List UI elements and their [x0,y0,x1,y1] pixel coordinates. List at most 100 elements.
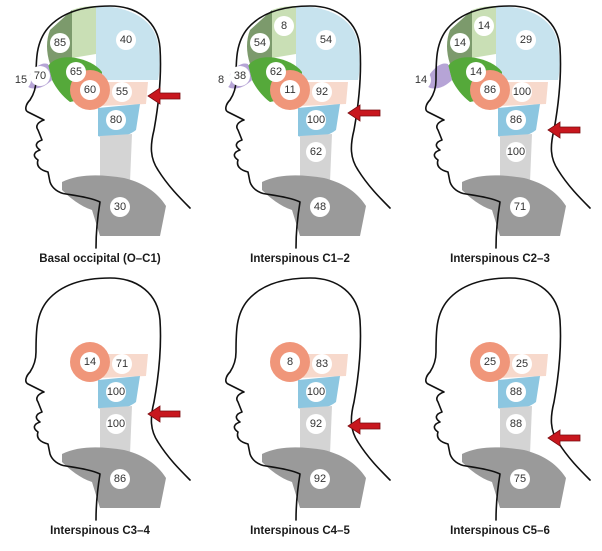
value-shoulder: 86 [114,473,126,485]
value-mastoid-circle: 25 [484,356,496,368]
head-outline [425,5,591,249]
value-badge [306,382,326,402]
value-badge [250,33,270,53]
value-upper-neck: 83 [316,358,328,370]
value-badge [506,382,526,402]
injection-arrow-icon [147,405,181,423]
value-badge [211,70,231,90]
value-mastoid-circle: 14 [84,356,96,368]
value-mastoid-circle: 86 [484,84,496,96]
value-badge [312,354,332,374]
value-shoulder: 75 [514,473,526,485]
value-shoulder: 48 [314,201,326,213]
panel-label: Interspinous C5–6 [450,525,550,537]
value-c2: 86 [510,114,522,126]
value-badge [466,62,486,82]
value-c2: 100 [307,114,325,126]
value-badge [110,197,130,217]
value-mid-neck: 92 [310,418,322,430]
value-badge [106,414,126,434]
value-c2: 100 [307,386,325,398]
value-badge [310,197,330,217]
injection-arrow-icon [547,121,581,139]
value-badge [450,33,470,53]
value-badge [480,80,500,100]
value-badge [506,414,526,434]
value-badge [506,110,526,130]
region-vertex [72,6,96,58]
value-badge [316,30,336,50]
value-badge [306,110,326,130]
value-parietal-right: 54 [320,34,332,46]
value-upper-neck: 55 [116,86,128,98]
value-temporal: 62 [270,66,282,78]
region-mid-neck [100,134,132,184]
head-diagram: 25 25 88 88 75 [425,277,591,521]
value-badge [50,33,70,53]
value-badge [116,30,136,50]
value-badge [506,142,526,162]
panel-label: Interspinous C3–4 [50,525,150,537]
value-c2: 100 [107,386,125,398]
head-outline [225,5,391,249]
value-temporal: 65 [70,66,82,78]
panel-label: Interspinous C4–5 [250,525,350,537]
head-outline [225,277,391,521]
value-mastoid-circle: 8 [287,356,293,368]
value-shoulder: 71 [514,201,526,213]
value-upper-neck: 71 [116,358,128,370]
value-c2: 88 [510,386,522,398]
value-mastoid-circle: 11 [284,84,295,96]
injection-arrow-icon [147,87,181,105]
value-badge [512,82,532,102]
value-badge [510,197,530,217]
panel-label: Interspinous C2–3 [450,253,550,265]
value-badge [312,82,332,102]
value-vertex: 14 [478,20,490,32]
value-upper-neck: 25 [516,358,528,370]
injection-arrow-icon [547,429,581,447]
value-mid-neck: 100 [507,146,525,158]
injection-arrow-icon [347,104,381,122]
value-upper-neck: 92 [316,86,328,98]
value-badge [306,414,326,434]
value-shoulder: 30 [114,201,126,213]
value-badge [80,352,100,372]
head-diagram: 14 71 100 100 86 [25,277,191,521]
value-badge [11,70,31,90]
panel-label: Interspinous C1–2 [250,253,350,265]
value-temporal: 14 [470,66,482,78]
value-badge [112,354,132,374]
head-diagram: 8 83 100 92 92 [225,277,391,521]
value-badge [280,80,300,100]
value-badge [106,382,126,402]
head-outline [25,277,191,521]
value-forehead: 70 [34,70,46,82]
value-mid-neck: 88 [510,418,522,430]
value-face: 15 [15,74,27,86]
value-forehead: 38 [234,70,246,82]
value-badge [512,354,532,374]
value-badge [306,142,326,162]
value-badge [474,16,494,36]
value-badge [274,16,294,36]
value-badge [230,66,250,86]
value-c2: 80 [110,114,122,126]
value-badge [266,62,286,82]
panel-label: Basal occipital (O–C1) [39,253,161,265]
value-occipital-left: 54 [254,37,266,49]
value-badge [280,352,300,372]
value-badge [480,352,500,372]
value-mid-neck: 62 [310,146,322,158]
value-mid-neck: 100 [107,418,125,430]
injection-arrow-icon [347,417,381,435]
value-badge [510,469,530,489]
value-shoulder: 92 [314,473,326,485]
